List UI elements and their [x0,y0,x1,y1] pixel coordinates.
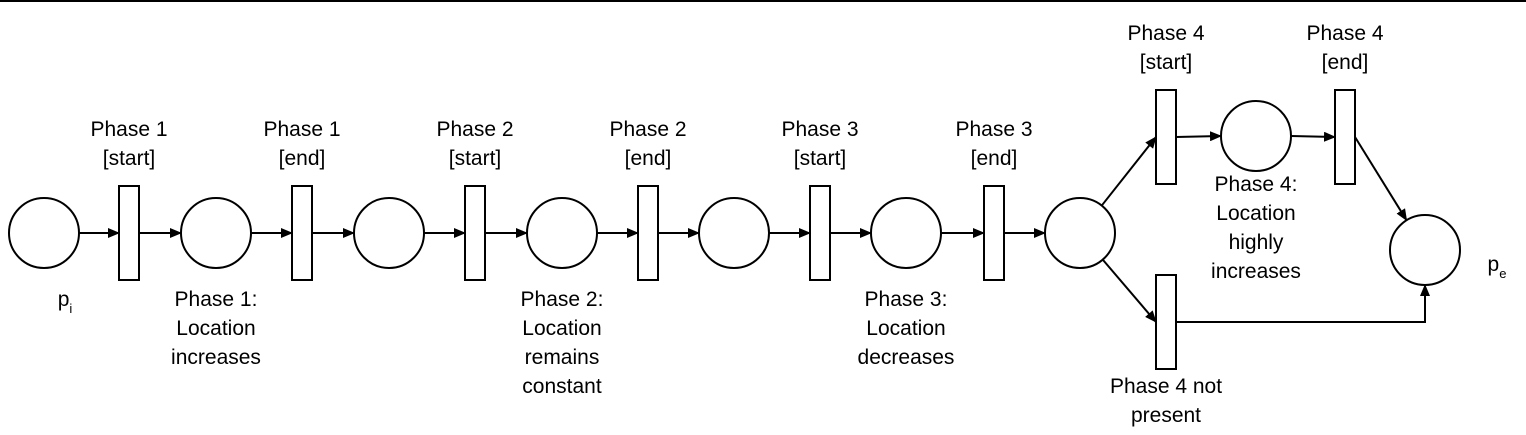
place-label-subscript: e [1499,266,1506,281]
transition-label-line: Phase 3 [781,118,858,141]
place-label-line: Phase 2: [521,288,604,311]
transition-label-line: Phase 4 not [1110,375,1222,398]
transition-label-line: Phase 3 [955,118,1032,141]
place-label-line: Phase 4: [1215,173,1298,196]
place-label-line: Location [176,317,255,340]
transition-t8 [1334,89,1356,185]
transition-t6 [983,185,1005,281]
transition-label-line: present [1131,404,1201,427]
transition-t7 [1155,89,1177,185]
place-label-line: Location [866,317,945,340]
place-label-line: increases [1211,260,1301,283]
arc-t7-to-p7 [1175,131,1222,142]
transition-t2 [291,185,313,281]
arcs-layer [79,131,1430,323]
top-border-line [0,0,1526,2]
arc-t9-to-pe [1176,284,1430,323]
transition-label-line: Phase 4 [1306,22,1383,45]
arc-p6-to-t9 [1101,258,1157,323]
place-p2 [353,197,425,269]
transition-label-line: Phase 2 [609,118,686,141]
arc-p7-to-t8 [1290,131,1336,142]
transition-label-line: [end] [279,147,326,170]
place-label-line: constant [522,375,602,398]
transition-label-line: [end] [625,147,672,170]
place-p4 [698,197,770,269]
place-label-line: decreases [858,346,955,369]
place-label-main: p [1488,253,1500,276]
place-label-line: Location [1216,202,1295,225]
transition-label-line: Phase 2 [436,118,513,141]
transition-t5 [809,185,831,281]
place-label-pi: pi [58,288,73,316]
place-pe [1389,214,1461,286]
transition-t3 [464,185,486,281]
transition-label-line: Phase 4 [1127,22,1204,45]
transition-label-line: [start] [103,147,156,170]
place-p6 [1044,197,1116,269]
place-label-line: Phase 3: [865,288,948,311]
transition-label-line: Phase 1 [263,118,340,141]
place-label-pe: pe [1488,253,1507,281]
transition-t1 [118,185,140,281]
nodes-layer [8,89,1461,370]
transition-label-line: [end] [971,147,1018,170]
arc-t8-to-pe [1354,136,1408,222]
place-p1 [180,197,252,269]
place-label-main: p [58,288,70,311]
place-label-line: highly [1229,231,1284,254]
place-label-line: increases [171,346,261,369]
place-p3 [526,197,598,269]
place-p7 [1220,100,1292,172]
place-label-line: Phase 1: [175,288,258,311]
transition-label-line: [start] [1140,51,1193,74]
transition-label-line: Phase 1 [90,118,167,141]
arc-p6-to-t7 [1100,136,1157,207]
transition-t4 [637,185,659,281]
place-label-line: Location [522,317,601,340]
place-pi [8,197,80,269]
transition-label-line: [end] [1322,51,1369,74]
place-label-subscript: i [69,301,72,316]
transition-label-line: [start] [449,147,502,170]
place-p5 [870,197,942,269]
transition-t9 [1155,274,1177,370]
place-label-line: remains [525,346,600,369]
transition-label-line: [start] [794,147,847,170]
